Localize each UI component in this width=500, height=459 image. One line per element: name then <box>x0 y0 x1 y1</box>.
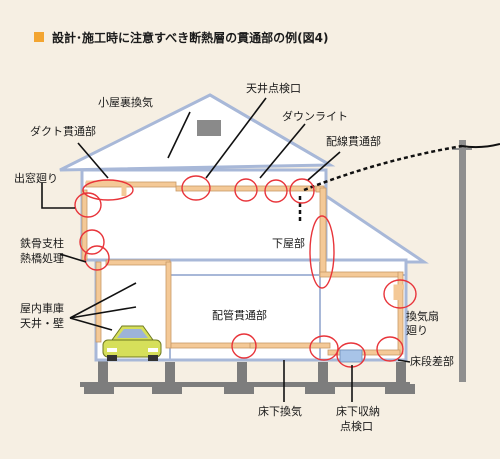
label-underfloor-ventilation: 床下換気 <box>258 404 302 418</box>
label-attic-ventilation: 小屋裏換気 <box>98 95 153 109</box>
label-lower-roof: 下屋部 <box>272 236 305 250</box>
attic-vent <box>197 120 221 136</box>
car-icon <box>102 325 162 361</box>
title-square-icon <box>34 32 44 42</box>
label-fan-1: 換気扇 <box>406 309 439 323</box>
label-steel-column-1: 鉄骨支柱 <box>20 236 64 250</box>
label-bay-window: 出窓廻り <box>14 171 58 185</box>
label-wiring-penetration: 配線貫通部 <box>326 134 381 148</box>
label-downlight: ダウンライト <box>282 109 348 123</box>
foundation <box>80 360 415 394</box>
label-garage-2: 天井・壁 <box>20 316 64 330</box>
label-ceiling-inspection: 天井点検口 <box>246 81 301 95</box>
label-underfloor-inspection-2: 点検口 <box>340 419 373 433</box>
label-floor-step: 床段差部 <box>410 354 454 368</box>
penetration-markers <box>74 175 417 368</box>
label-garage-1: 屋内車庫 <box>20 301 64 315</box>
label-underfloor-inspection-1: 床下収納 <box>336 404 380 418</box>
label-pipe-penetration: 配管貫通部 <box>212 308 267 322</box>
leader-lines <box>41 97 411 402</box>
label-fan-2: 廻り <box>406 324 428 337</box>
label-duct-penetration: ダクト貫通部 <box>30 124 96 138</box>
label-steel-column-2: 熱橋処理 <box>20 251 64 265</box>
utility-pole-icon <box>298 140 500 382</box>
diagram-title: 設計･施工時に注意すべき断熱層の貫通部の例(図4) <box>52 30 328 45</box>
